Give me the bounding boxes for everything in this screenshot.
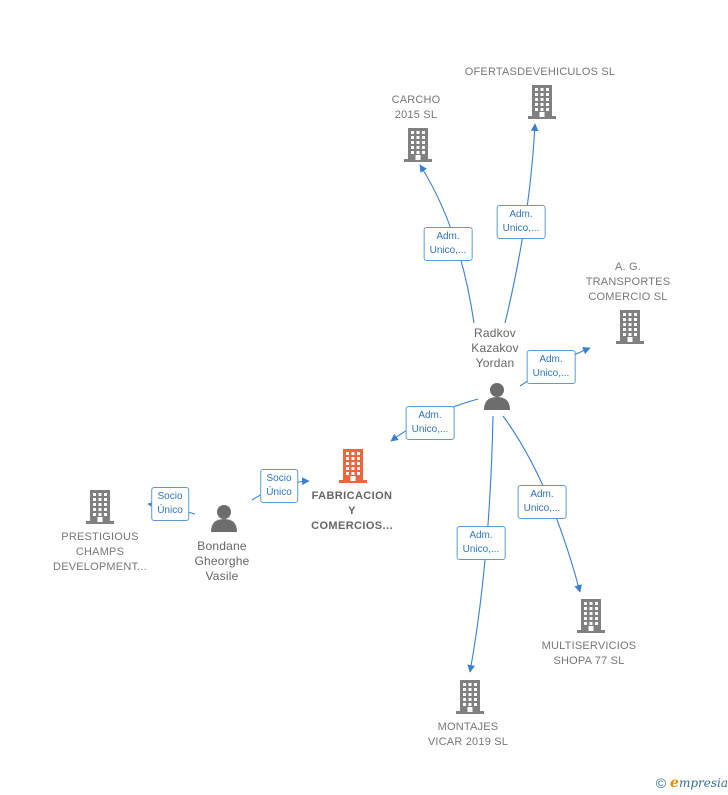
footer: © empresia: [656, 773, 728, 793]
building-icon-montajes[interactable]: [456, 680, 484, 714]
person-icon-radkov[interactable]: [484, 383, 510, 410]
copyright-symbol: ©: [655, 775, 667, 791]
person-icon-bondane[interactable]: [211, 505, 237, 532]
edge-label-radkov-carcho[interactable]: Adm.Unico,...: [423, 227, 473, 261]
edge-label-radkov-multiservicios[interactable]: Adm.Unico,...: [517, 485, 567, 519]
edge-label-radkov-montajes[interactable]: Adm.Unico,...: [456, 526, 506, 560]
building-icon-ofertas[interactable]: [528, 85, 556, 119]
edge-label-radkov-agtransportes[interactable]: Adm.Unico,...: [526, 350, 576, 384]
edge-label-radkov-ofertas[interactable]: Adm.Unico,...: [496, 205, 546, 239]
building-icon-carcho[interactable]: [404, 128, 432, 162]
building-icon-agtransportes[interactable]: [616, 310, 644, 344]
node-label-ofertas[interactable]: OFERTASDEVEHICULOS SL: [464, 66, 616, 78]
building-icon-multiservicios[interactable]: [577, 599, 605, 633]
building-icon-fabricacion[interactable]: [339, 449, 367, 483]
edge-label-radkov-fabricacion[interactable]: Adm.Unico,...: [405, 406, 455, 440]
brand-logo[interactable]: empresia: [670, 775, 728, 791]
building-icon-prestigious[interactable]: [86, 490, 114, 524]
